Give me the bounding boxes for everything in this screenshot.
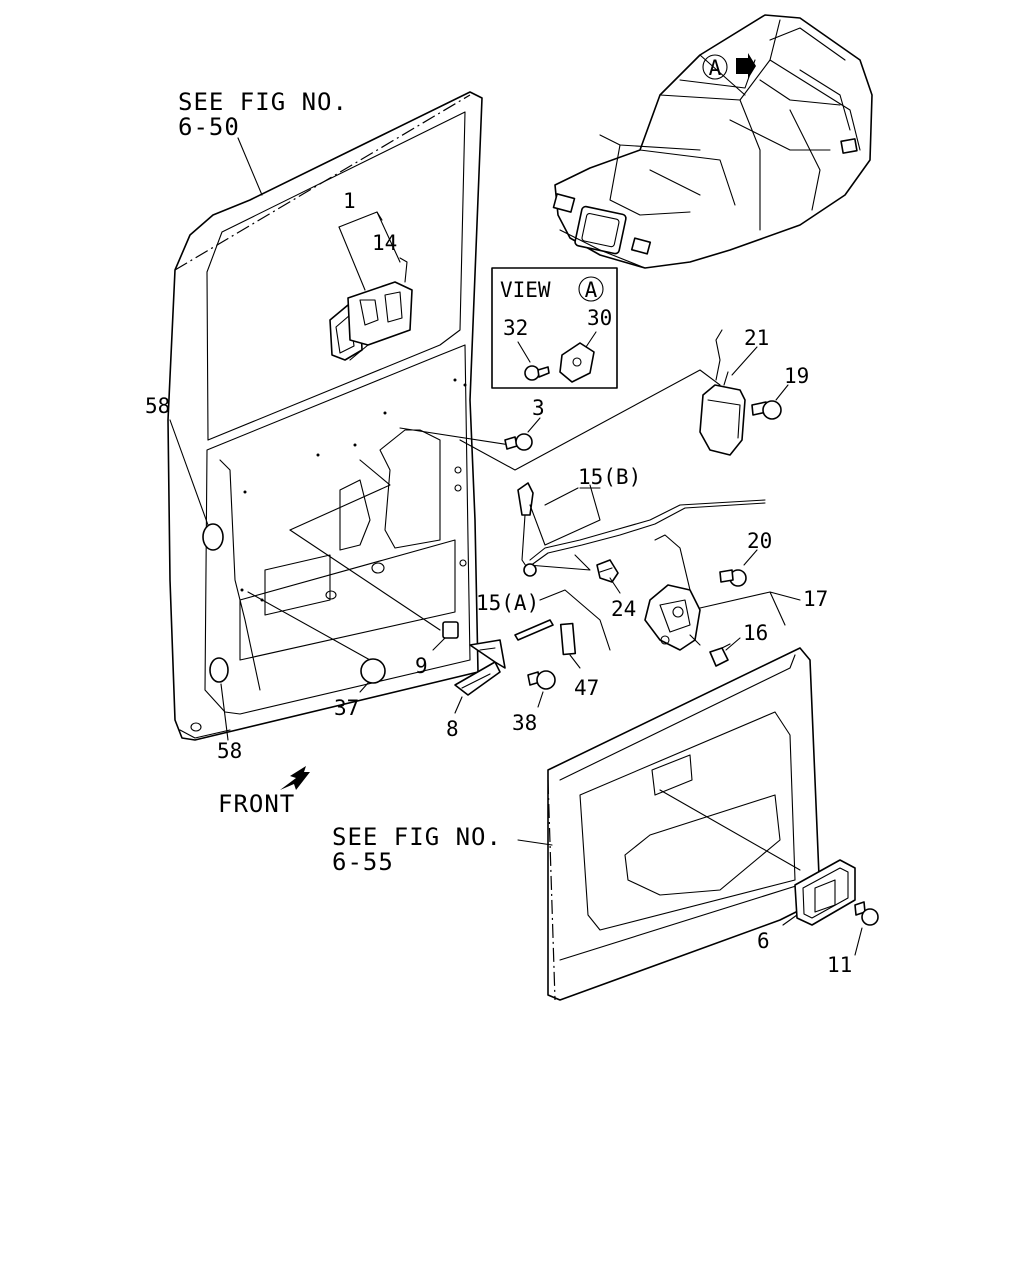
- view-a-box: [491, 267, 618, 389]
- callout-14: 14: [372, 231, 397, 255]
- callout-20: 20: [747, 529, 772, 553]
- callout-15a: 15(A): [476, 591, 539, 615]
- view-a-title: VIEW: [500, 278, 551, 302]
- rear-door-frame: [167, 91, 483, 741]
- part-20-bolt: [719, 569, 747, 587]
- callout-11: 11: [827, 953, 852, 977]
- part-21-lock-actuator: [699, 329, 746, 456]
- part-19-bolt: [751, 400, 782, 420]
- part-15b-rod: [517, 482, 766, 577]
- part-58-plug-bottom: [209, 657, 229, 683]
- part-9-clip: [442, 621, 459, 639]
- part-38-bolt: [527, 670, 556, 690]
- callout-19: 19: [784, 364, 809, 388]
- door-trim-panel: [547, 647, 821, 1001]
- callout-16: 16: [743, 621, 768, 645]
- callout-15b: 15(B): [578, 465, 641, 489]
- callout-32: 32: [503, 316, 528, 340]
- front-arrow-icon: [280, 766, 310, 790]
- callout-37: 37: [334, 696, 359, 720]
- vehicle-view-marker-circle: [702, 54, 728, 80]
- part-15a-rod: [514, 589, 611, 651]
- callout-1: 1: [343, 189, 356, 213]
- part-32-bolt: [524, 365, 550, 381]
- part-17-latch-assembly: [644, 534, 701, 651]
- vehicle-body-illustration: [552, 14, 873, 269]
- callout-30: 30: [587, 306, 612, 330]
- part-16-fitting: [709, 643, 731, 667]
- part-58-plug-top: [202, 523, 224, 551]
- front-label: FRONT: [218, 790, 295, 818]
- part-1-outside-handle: [329, 257, 413, 361]
- reference-fig-6-50-line2: 6-50: [178, 113, 240, 141]
- part-11-screw: [854, 901, 879, 926]
- reference-fig-6-50-line1: SEE FIG NO.: [178, 88, 348, 116]
- view-a-circle-letter: A: [585, 278, 598, 302]
- callout-6: 6: [757, 929, 770, 953]
- part-47-pad: [559, 622, 577, 656]
- view-arrow-icon: [736, 53, 756, 79]
- reference-fig-6-55-line1: SEE FIG NO.: [332, 823, 502, 851]
- callout-58-top: 58: [145, 394, 170, 418]
- vehicle-view-marker-letter: A: [709, 56, 722, 80]
- part-3-bolt: [504, 433, 533, 451]
- callout-24: 24: [611, 597, 636, 621]
- part-30-bracket: [559, 342, 595, 383]
- callout-8: 8: [446, 717, 459, 741]
- callout-3: 3: [532, 396, 545, 420]
- callout-38: 38: [512, 711, 537, 735]
- callout-58-bottom: 58: [217, 739, 242, 763]
- callout-47: 47: [574, 676, 599, 700]
- callout-9: 9: [415, 654, 428, 678]
- callout-21: 21: [744, 326, 769, 350]
- part-8-inside-handle-bracket: [454, 639, 506, 696]
- reference-fig-6-55-line2: 6-55: [332, 848, 394, 876]
- part-24-clip: [596, 559, 619, 583]
- part-37-plug: [360, 658, 386, 684]
- view-a-circle: [578, 276, 604, 302]
- part-6-inside-handle: [794, 859, 856, 926]
- callout-17: 17: [803, 587, 828, 611]
